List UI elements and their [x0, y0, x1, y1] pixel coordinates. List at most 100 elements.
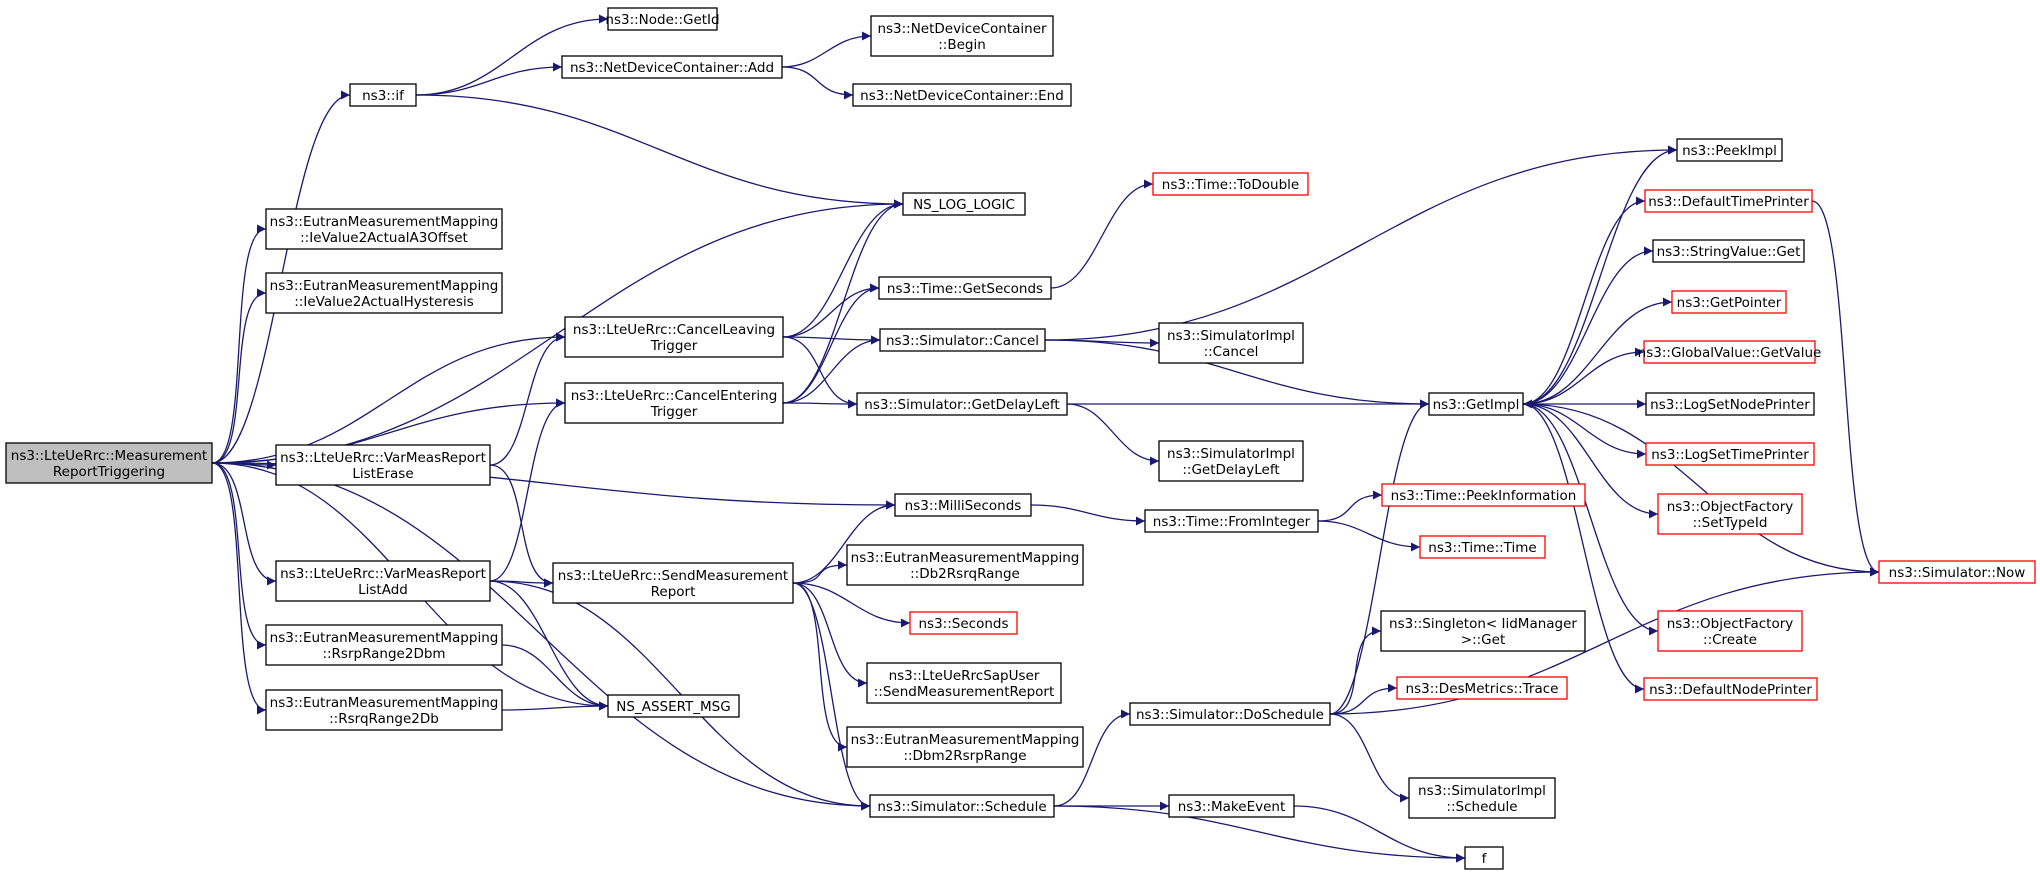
- edge-arrow: [1811, 200, 1880, 577]
- node-def-time-printer[interactable]: ns3::DefaultTimePrinter: [1644, 189, 1813, 213]
- edge-arrow: [489, 464, 554, 588]
- node-label: >::Get: [1461, 632, 1505, 648]
- edge-arrow: [501, 701, 609, 711]
- node-root[interactable]: ns3::LteUeRrc::MeasurementReportTriggeri…: [5, 442, 213, 484]
- node-time-to-double[interactable]: ns3::Time::ToDouble: [1152, 172, 1309, 196]
- node-peek-impl[interactable]: ns3::PeekImpl: [1676, 138, 1783, 162]
- node-label: Report: [651, 584, 696, 600]
- node-label: ns3::DefaultNodePrinter: [1649, 682, 1812, 698]
- edge-sim-now-to-get-impl: [1522, 399, 1880, 573]
- node-time-from-integer[interactable]: ns3::Time::FromInteger: [1144, 509, 1319, 533]
- node-sim-impl-cancel[interactable]: ns3::SimulatorImpl::Cancel: [1158, 322, 1304, 364]
- edge-root-to-iev2hys: [211, 288, 267, 464]
- node-iev2hys[interactable]: ns3::EutranMeasurementMapping::IeValue2A…: [265, 272, 503, 314]
- edge-var-add-to-sim-schedule: [489, 580, 871, 811]
- node-global-value-get[interactable]: ns3::GlobalValue::GetValue: [1638, 340, 1822, 364]
- node-sim-now[interactable]: ns3::Simulator::Now: [1878, 560, 2036, 584]
- edge-sim-do-schedule-to-singleton-get: [1329, 626, 1382, 715]
- edge-arrow: [792, 582, 911, 628]
- node-des-metrics-trace[interactable]: ns3::DesMetrics::Trace: [1396, 676, 1568, 700]
- edge-arrow: [415, 62, 563, 96]
- node-sim-schedule[interactable]: ns3::Simulator::Schedule: [869, 794, 1055, 818]
- node-ndc-end[interactable]: ns3::NetDeviceContainer::End: [852, 83, 1072, 107]
- node-time-peek-info[interactable]: ns3::Time::PeekInformation: [1381, 483, 1586, 507]
- edge-var-add-to-ns-assert: [489, 580, 609, 711]
- edge-root-to-cancel-leaving: [211, 332, 566, 464]
- edge-root-to-rsrp-r2dbm: [211, 462, 267, 650]
- node-string-value-get[interactable]: ns3::StringValue::Get: [1652, 239, 1805, 263]
- node-log-set-time-printer[interactable]: ns3::LogSetTimePrinter: [1645, 442, 1815, 466]
- node-sim-impl-schedule[interactable]: ns3::SimulatorImpl::Schedule: [1408, 777, 1556, 819]
- node-dbm2rsrp[interactable]: ns3::EutranMeasurementMapping::Dbm2RsrpR…: [846, 726, 1084, 768]
- node-label: ns3::LogSetNodePrinter: [1650, 397, 1810, 413]
- node-sim-cancel[interactable]: ns3::Simulator::Cancel: [879, 328, 1046, 352]
- node-iev2a3[interactable]: ns3::EutranMeasurementMapping::IeValue2A…: [265, 208, 503, 250]
- node-label: ::Db2RsrqRange: [910, 566, 1020, 582]
- node-label: ::RsrqRange2Db: [329, 711, 439, 727]
- node-obj-fact-create[interactable]: ns3::ObjectFactory::Create: [1657, 610, 1803, 652]
- node-label: ns3::LteUeRrc::CancelLeaving: [573, 322, 775, 338]
- node-singleton-get[interactable]: ns3::Singleton< IidManager >::Get: [1380, 610, 1586, 652]
- node-seconds[interactable]: ns3::Seconds: [909, 611, 1018, 635]
- node-db2rsrq[interactable]: ns3::EutranMeasurementMapping::Db2RsrqRa…: [846, 544, 1084, 586]
- edge-time-get-seconds-to-time-to-double: [1050, 179, 1154, 289]
- node-label: ns3::Seconds: [919, 616, 1009, 632]
- node-time-time[interactable]: ns3::Time::Time: [1419, 535, 1546, 559]
- node-label: Trigger: [650, 338, 698, 354]
- node-label: NS_ASSERT_MSG: [616, 699, 730, 715]
- node-ndc-add[interactable]: ns3::NetDeviceContainer::Add: [561, 55, 783, 79]
- node-sim-get-delay-left[interactable]: ns3::Simulator::GetDelayLeft: [856, 392, 1068, 416]
- node-rsrq-r2db[interactable]: ns3::EutranMeasurementMapping::RsrqRange…: [265, 689, 503, 731]
- edge-arrow: [211, 462, 277, 586]
- node-def-node-printer[interactable]: ns3::DefaultNodePrinter: [1643, 677, 1818, 701]
- node-label: ::GetDelayLeft: [1182, 462, 1279, 478]
- node-obj-fact-set-type-id[interactable]: ns3::ObjectFactory::SetTypeId: [1657, 493, 1803, 535]
- edge-arrow: [781, 66, 854, 100]
- node-label: ns3::Simulator::Schedule: [877, 799, 1046, 815]
- node-label: ::SetTypeId: [1693, 515, 1768, 531]
- node-sim-do-schedule[interactable]: ns3::Simulator::DoSchedule: [1129, 702, 1331, 726]
- node-make-event[interactable]: ns3::MakeEvent: [1168, 794, 1295, 818]
- edge-sim-get-delay-left-to-sim-impl-get-delay-left: [1066, 403, 1160, 466]
- node-ndc-begin[interactable]: ns3::NetDeviceContainer::Begin: [870, 15, 1054, 57]
- node-box: [846, 544, 1084, 586]
- node-milli-seconds[interactable]: ns3::MilliSeconds: [894, 493, 1032, 517]
- node-rsrp-r2dbm[interactable]: ns3::EutranMeasurementMapping::RsrpRange…: [265, 624, 503, 666]
- edge-get-impl-to-string-value-get: [1522, 246, 1654, 405]
- edge-sim-do-schedule-to-get-impl: [1329, 399, 1430, 715]
- node-box: [265, 272, 503, 314]
- node-f[interactable]: f: [1464, 846, 1504, 870]
- node-sim-impl-get-delay-left[interactable]: ns3::SimulatorImpl::GetDelayLeft: [1158, 440, 1304, 482]
- edge-rsrq-r2db-to-ns-assert: [501, 701, 609, 711]
- edge-get-impl-to-log-set-time-printer: [1522, 403, 1647, 459]
- node-box: [902, 192, 1026, 216]
- node-node-get-id[interactable]: ns3::Node::GetId: [605, 7, 720, 31]
- node-box: [1129, 702, 1331, 726]
- node-get-impl[interactable]: ns3::GetImpl: [1428, 392, 1524, 416]
- node-time-get-seconds[interactable]: ns3::Time::GetSeconds: [878, 276, 1052, 300]
- node-box: [909, 611, 1018, 635]
- node-if[interactable]: ns3::if: [349, 83, 417, 107]
- node-ns-log-logic[interactable]: NS_LOG_LOGIC: [902, 192, 1026, 216]
- node-label: ns3::EutranMeasurementMapping: [270, 214, 499, 230]
- node-sap-user-send[interactable]: ns3::LteUeRrcSapUser::SendMeasurementRep…: [866, 662, 1062, 704]
- node-log-set-node-printer[interactable]: ns3::LogSetNodePrinter: [1645, 392, 1815, 416]
- edge-ndc-add-to-ndc-begin: [781, 31, 872, 68]
- node-box: [561, 55, 783, 79]
- node-label: ns3::DesMetrics::Trace: [1406, 681, 1559, 697]
- node-box: [1643, 340, 1816, 364]
- node-get-pointer[interactable]: ns3::GetPointer: [1671, 290, 1787, 314]
- edge-arrow: [1522, 403, 1659, 636]
- node-box: [1396, 676, 1568, 700]
- node-ns-assert[interactable]: NS_ASSERT_MSG: [607, 694, 740, 718]
- edge-arrow: [1044, 339, 1430, 409]
- edge-var-erase-to-cancel-leaving: [489, 332, 566, 466]
- node-send-meas-report[interactable]: ns3::LteUeRrc::SendMeasurementReport: [552, 562, 794, 604]
- nodes-layer: ns3::LteUeRrc::MeasurementReportTriggeri…: [5, 7, 2036, 870]
- node-box: [1643, 677, 1818, 701]
